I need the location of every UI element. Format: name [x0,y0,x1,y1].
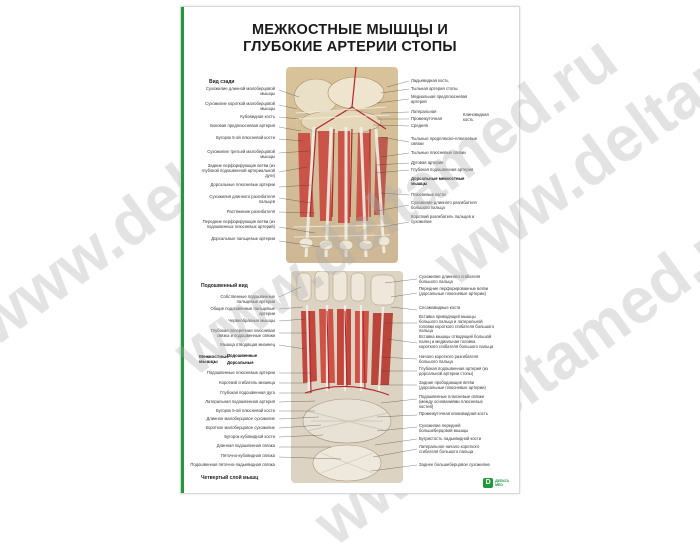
label-tarsometatarsal-ligaments: Тыльные предплюсне-плюсневые связки [411,136,478,146]
section-title-bottom: Подошвенный вид [201,283,248,289]
logo-mark-icon: D [483,478,494,488]
label-short-peroneal-tendon: Сухожилие короткой малоберцовой мышцы [205,101,275,111]
label-dorsal-interossei: Дорсальные межкостные мышцы [411,176,465,186]
brand-logo: D ДЕЛЬТА MED [483,478,509,488]
title-line-2: ГЛУБОКИЕ АРТЕРИИ СТОПЫ [243,39,457,55]
label-plantar-calcaneonavicular-ligament: Подошвенная пяточно-ладьевидная связка [190,462,275,467]
label-intermediate-cuneiform-bottom: Промежуточная клиновидная кость [419,411,488,416]
label-dorsal-metatarsal-ligaments: Тыльные плюсневые связки [411,150,466,155]
logo-line-1: ДЕЛЬТА [495,479,509,483]
logo-line-2: MED [495,483,503,487]
label-navicular-bone: Ладьевидная кость [411,78,449,83]
label-deep-transverse-metatarsal-ligament: Глубокая поперечная плюсневая связка и п… [210,328,275,338]
label-lateral-cuneiform: Латеральная [411,109,437,114]
label-abductor-digiti-minimi: Мышца отводящая мизинец [220,342,275,347]
label-plantar-metatarsal-ligaments: Подошвенные плюсневые связки (между осно… [419,394,484,409]
label-dorsal-interossei-bottom: Дорсальные [227,360,254,365]
label-abductor-hallucis-insertion: Вставка мышцы отводящей большой палец и … [419,334,494,349]
label-5th-metatarsal-tuberosity: Бугорок 5-ой плюсневой кости [216,135,275,140]
label-flexor-hallucis-longus-tendon: Сухожилие длинного сгибателя большого па… [419,274,481,284]
label-cuboid-bone: Кубовидная кость [240,114,275,119]
foot-plantar-illustration [291,271,403,483]
label-cuneiform-bone: Клиновидная кость [463,112,489,122]
label-tibialis-posterior-tendon: Заднее большеберцовое сухожилие [419,462,490,467]
label-interossei-group: Межкостные мышцы [199,355,229,366]
label-extensor-digitorum-longus: Сухожилия длинного разгибателя пальцев [209,194,275,204]
logo-text: ДЕЛЬТА MED [495,479,509,487]
label-5th-metatarsal-tuberosity-bottom: Бугорок 5-ой плюсневой кости [216,408,275,413]
label-flexor-digiti-minimi-brevis: Короткий сгибатель мизинца [219,380,275,385]
label-adductor-hallucis-insertion: Вставка приводящей мышцы большого пальца… [419,314,495,334]
section-title-fourth-layer: Четвертый слой мышц [201,475,259,481]
label-extensor-hallucis-brevis-origin: Начало короткого разгибателя большого па… [419,354,479,364]
label-dorsalis-pedis-artery: Тыльная артерия стопы [411,86,458,91]
label-third-peroneal-tendon: Сухожилие третьей малоберцовой мышцы [207,149,275,159]
accent-bar [181,7,184,493]
label-common-plantar-digital-arteries: Общие подошвенные пальцевые артерии [210,306,275,316]
label-dorsal-metatarsal-arteries: Дорсальные плюсневые артерии [210,182,276,187]
label-lateral-plantar-artery: Латеральная подошвенная артерия [205,399,275,404]
label-calcaneocuboid-ligament: Пяточно-кубовидная связка [220,453,275,458]
section-title-top: Вид сзади [209,79,235,85]
page-title: МЕЖКОСТНЫЕ МЫШЦЫ И ГЛУБОКИЕ АРТЕРИИ СТОП… [181,22,519,56]
label-deep-plantar-artery: Глубокая подошвенная артерия [411,167,474,172]
label-lumbricals: Червеобразные мышцы [228,318,275,323]
label-cuboid-tuberosity: Бугорок кубовидной кости [224,434,275,439]
label-metatarsal-bones: Плюсневые кости [411,192,446,197]
label-peroneus-longus-tendon: Длинное малоберцовое сухожилие [206,416,275,421]
foot-dorsal-illustration [286,67,398,263]
label-medial-tarsal-artery: Медиальная предплюсневая артерия [411,94,468,104]
label-anterior-perforating-branches-bottom: Передние перфорированные ветви (дорсальн… [419,286,488,296]
label-proper-plantar-digital-arteries: Собственные подошвенные пальцевые артери… [220,294,275,304]
label-navicular-tuberosity: Бугристость ладьевидной кости [419,436,482,441]
label-sesamoid-bones: Сесамовидные кости [419,305,461,310]
label-deep-plantar-arch: Глубокая подошвенная дуга [220,390,275,395]
poster-sheet: МЕЖКОСТНЫЕ МЫШЦЫ И ГЛУБОКИЕ АРТЕРИИ СТОП… [180,6,520,494]
label-long-plantar-ligament: Длинная подошвенная связка [216,443,275,448]
title-line-1: МЕЖКОСТНЫЕ МЫШЦЫ И [251,22,448,38]
label-flexor-hallucis-brevis-origin: Латеральное начало короткого сгибателя б… [419,444,480,454]
label-peroneus-brevis-tendon: Короткое малоберцовое сухожилие [205,425,275,430]
label-long-peroneal-tendon: Сухожилие длинной малоберцовой мышцы [205,86,275,96]
label-lateral-tarsal-artery: Боковая предплюсневая артерия [210,123,275,128]
label-tibialis-anterior-tendon: Сухожилие передней большеберцовой мышцы [419,423,469,433]
label-extensor-hallucis-longus: Сухожилие длинного разгибателя большого … [411,200,477,210]
label-deep-plantar-artery-bottom: Глубокая подошвенная артерия (из дорсаль… [419,366,489,376]
label-anterior-perforating-branches: Передние перфорирующие ветви (из подошве… [202,219,275,229]
label-plantar-metatarsal-arteries: Подошвенные плюсневые артерии [206,370,275,375]
label-extensor-expansion: Растяжение разгибателя [226,209,275,214]
label-arcuate-artery: Дуговая артерия [411,160,444,165]
label-posterior-perforating-branches: Задние перфорирующие ветви (из глубокой … [201,163,275,178]
label-posterior-perforating-branches-bottom: Задние прободающие ветви (дорсальные плю… [419,380,486,390]
label-medial-cuneiform: Средняя [411,123,428,128]
label-intermediate-cuneiform: Промежуточная [411,116,442,121]
label-plantar-interossei: Подошвенные [227,353,258,358]
label-extensor-digitorum-brevis: Короткий разгибатель пальцев и сухожилие [411,214,475,224]
label-dorsal-digital-arteries: Дорсальные пальцевые артерии [211,236,275,241]
